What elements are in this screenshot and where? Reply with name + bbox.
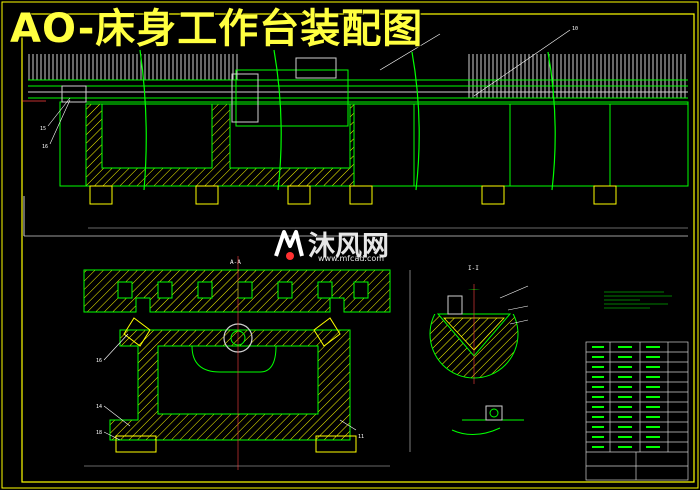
watermark-brand: 沐风网 (308, 231, 389, 262)
technical-notes (604, 291, 672, 309)
watermark-url: www.mfcad.com (318, 254, 385, 263)
svg-text:11: 11 (358, 434, 364, 440)
svg-text:18: 18 (96, 430, 102, 436)
parts-list-table (585, 341, 689, 481)
bed-top-view: 15 16 10 (22, 26, 689, 237)
part-number: 16 (42, 144, 48, 150)
part-number: 10 (572, 26, 578, 32)
detail-section-view: I-I (429, 265, 529, 435)
section-label-i: I-I (468, 265, 479, 272)
carriage (235, 69, 349, 127)
part-number: 15 (40, 126, 46, 132)
drawing-title: AO-床身工作台装配图 (10, 6, 424, 52)
mfcad-logo-icon (274, 230, 304, 260)
watermark: 沐风网 www.mfcad.com (270, 222, 440, 268)
section-label-a: A-A (230, 259, 241, 266)
front-section-view: A-A (83, 256, 411, 470)
svg-text:16: 16 (96, 358, 102, 364)
rack-right (466, 54, 688, 98)
svg-text:14: 14 (96, 404, 102, 410)
rack-left (28, 54, 238, 80)
table-entries (592, 346, 660, 448)
